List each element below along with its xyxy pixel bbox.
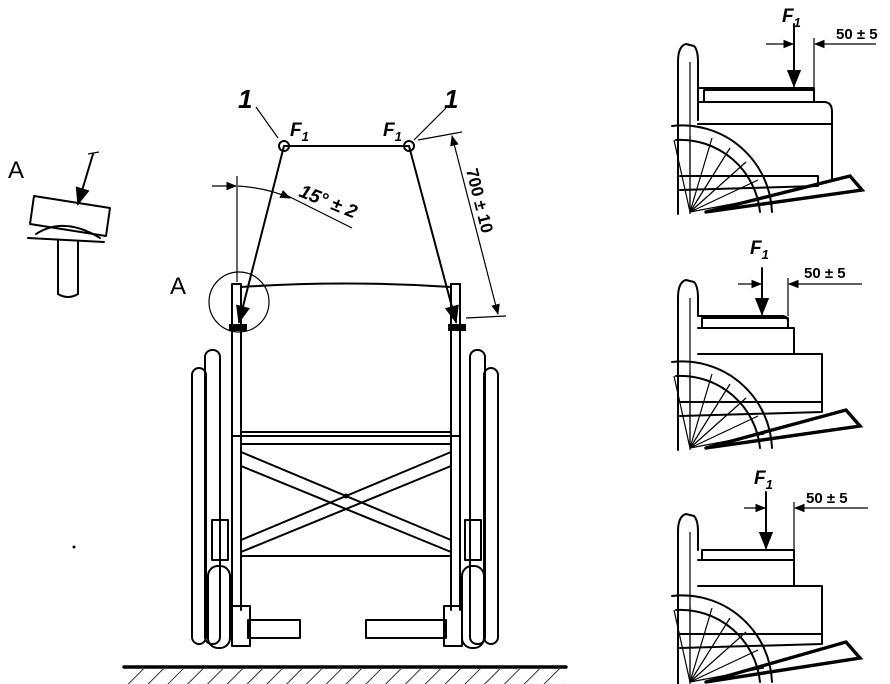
handrim-right xyxy=(469,349,486,645)
handrim-left xyxy=(204,349,221,645)
force-label-left: F1 xyxy=(290,120,309,144)
length-ext-bottom xyxy=(465,315,507,319)
side3-offset-label: 50 ± 5 xyxy=(806,490,848,507)
load-point-right xyxy=(403,140,415,152)
side2-seat-frame xyxy=(697,327,823,407)
side2-wheel xyxy=(671,360,773,449)
side3-wheel xyxy=(671,594,773,683)
detail-a-post-end xyxy=(57,293,79,298)
side1-handrim xyxy=(675,138,761,213)
ground-hatch xyxy=(126,669,564,684)
force-line-right xyxy=(408,145,459,324)
side-view-1: F1 50 ± 5 xyxy=(671,6,878,215)
side2-offset-label: 50 ± 5 xyxy=(804,265,846,282)
side3-spokes xyxy=(673,606,765,683)
rear-wheel-left xyxy=(191,367,207,645)
item-leader-left xyxy=(255,106,279,139)
detail-circle xyxy=(208,271,270,333)
force-line-left xyxy=(236,145,285,324)
axle-block-right xyxy=(464,519,482,561)
stray-mark xyxy=(72,545,76,549)
detail-a-label: A xyxy=(8,157,24,184)
angle-arc xyxy=(237,185,291,199)
side1-step xyxy=(679,175,819,191)
footplate-right xyxy=(365,619,447,639)
side3-handrim xyxy=(675,608,761,683)
side3-seat-frame xyxy=(697,559,823,639)
length-dimension-line xyxy=(450,134,500,316)
side3-force-label: F1 xyxy=(754,468,773,492)
item-label-left: 1 xyxy=(238,84,252,114)
side3-foot xyxy=(704,640,864,684)
side1-wheel xyxy=(671,124,773,213)
side2-back xyxy=(677,279,699,451)
axle-block-left xyxy=(211,519,229,561)
length-ext-top xyxy=(417,131,463,141)
side2-seat-top xyxy=(701,317,789,329)
handle-pad-left xyxy=(229,324,247,331)
detail-a-arrow-tick xyxy=(87,151,100,155)
side2-handrim xyxy=(675,374,761,449)
detail-a-force-arrow xyxy=(75,153,94,206)
item-label-right: 1 xyxy=(444,84,458,114)
side1-seat-top xyxy=(703,89,815,103)
caster-right xyxy=(461,565,485,649)
detail-a: A xyxy=(8,151,111,298)
item-leader-right xyxy=(413,107,447,141)
handle-pad-right xyxy=(448,324,466,331)
footrest-hanger-right xyxy=(443,605,463,647)
backrest-top-edge xyxy=(240,282,452,288)
footplate-left xyxy=(247,619,301,639)
side3-back xyxy=(677,513,699,684)
footrest-hanger-left xyxy=(231,605,251,647)
side1-back xyxy=(677,43,699,215)
front-view: A F1 F1 1 1 15° ± 2 700 ± 10 xyxy=(72,84,568,684)
side2-force-label: F1 xyxy=(750,238,769,262)
cross-brace-pivot xyxy=(343,493,349,499)
detail-a-support xyxy=(27,237,105,243)
side-view-3: F1 50 ± 5 xyxy=(671,468,868,684)
side1-foot xyxy=(704,174,866,214)
length-label: 700 ± 10 xyxy=(462,166,496,235)
side1-seat-frame xyxy=(697,101,833,181)
caster-left xyxy=(207,565,231,649)
side2-spokes xyxy=(673,372,765,449)
side1-offset-label: 50 ± 5 xyxy=(836,26,878,43)
side3-step xyxy=(679,633,823,649)
side1-spokes xyxy=(673,136,765,213)
load-point-left xyxy=(278,140,290,152)
side2-foot xyxy=(704,408,864,450)
cross-brace-b2 xyxy=(240,465,452,553)
rear-wheel-right xyxy=(483,367,499,645)
detail-a-seat xyxy=(35,224,101,239)
angle-label: 15° ± 2 xyxy=(296,181,360,223)
side2-step xyxy=(679,401,823,417)
detail-circle-label: A xyxy=(170,273,186,300)
side1-force-label: F1 xyxy=(782,6,801,30)
angle-leader xyxy=(287,195,353,229)
side3-seat-top xyxy=(701,549,795,561)
side-view-2: F1 50 ± 5 xyxy=(671,238,864,451)
force-label-right: F1 xyxy=(383,120,402,144)
